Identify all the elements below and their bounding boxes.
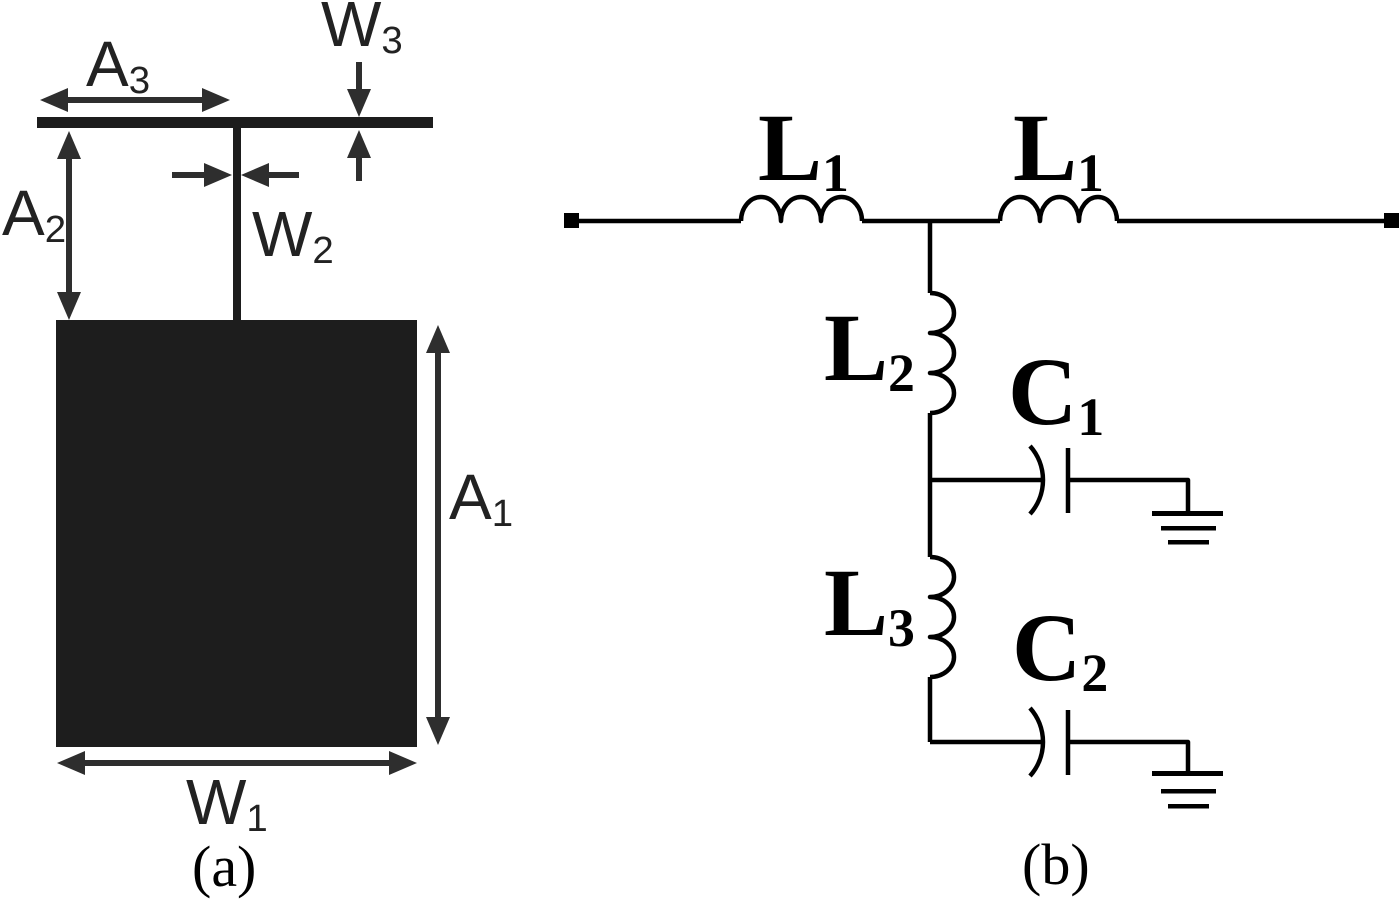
ground-bar-1: [1152, 511, 1223, 516]
caption-b: (b): [1022, 832, 1090, 897]
a3-arrowhead-right: [202, 88, 230, 112]
ground-bar-2: [1161, 526, 1216, 531]
label-l3-sub: 3: [888, 597, 915, 658]
label-l3: L3: [824, 555, 915, 655]
a2-arrowhead-top: [57, 131, 81, 159]
antenna-conductors: [37, 117, 433, 747]
w3-arrowhead-down: [347, 89, 371, 117]
label-c1-sub: 1: [1077, 386, 1105, 447]
label-c2-sub: 2: [1081, 642, 1109, 703]
c2-curved-plate: [1028, 706, 1046, 778]
label-a1-sub: 1: [491, 491, 514, 535]
label-a3-base: A: [86, 28, 129, 100]
label-l1-left: L1: [758, 100, 849, 200]
inductor-l3-coil: [927, 554, 957, 680]
label-l1-right-base: L: [1013, 94, 1078, 201]
inductor-l1-left-coil: [738, 194, 865, 224]
port-right-terminal: [1384, 213, 1399, 228]
dimension-arrowheads: [40, 88, 450, 775]
label-l1-left-sub: 1: [822, 142, 849, 203]
antenna-geometry: [37, 62, 450, 775]
label-l1-right: L1: [1013, 100, 1104, 200]
c2-ground-wire: [1068, 739, 1191, 771]
w2-arrowhead-left: [241, 163, 269, 187]
ground-bar-1: [1152, 771, 1223, 776]
w1-arrowhead-right: [389, 751, 417, 775]
label-l2-base: L: [824, 294, 889, 401]
top-strip-bar: [37, 117, 433, 128]
a1-arrowhead-bottom: [426, 717, 450, 745]
label-w2-sub: 2: [312, 228, 334, 272]
port-left-terminal: [564, 213, 579, 228]
label-l2-sub: 2: [888, 342, 915, 403]
label-l1-right-sub: 1: [1077, 142, 1104, 203]
label-w3: W3: [321, 0, 403, 60]
label-l3-base: L: [824, 549, 889, 656]
label-l1-left-base: L: [758, 94, 823, 201]
label-a2-base: A: [2, 177, 45, 249]
w2-arrowhead-right: [204, 163, 232, 187]
label-w1-sub: 1: [246, 796, 268, 840]
label-a1: A1: [449, 465, 513, 533]
a3-arrowhead-left: [40, 88, 68, 112]
label-w3-base: W: [321, 0, 382, 60]
label-w2-base: W: [252, 198, 313, 270]
a2-arrowhead-bottom: [57, 292, 81, 320]
ground-symbol-c1: [1152, 511, 1223, 545]
w3-arrowhead-up: [347, 130, 371, 158]
circuit-wires: [578, 194, 1384, 778]
dimension-lines: [62, 62, 441, 766]
c1-curved-plate: [1028, 444, 1046, 516]
label-a2: A2: [2, 181, 66, 249]
label-c2: C2: [1012, 600, 1108, 700]
label-a2-sub: 2: [44, 207, 67, 251]
label-a3: A3: [86, 32, 150, 100]
inductor-l1-right-coil: [997, 194, 1120, 224]
circuit-terminals-grounds: [564, 213, 1399, 809]
inductor-l2-coil: [927, 290, 957, 416]
label-c1: C1: [1008, 344, 1104, 444]
label-w2: W2: [252, 202, 334, 270]
ground-bar-2: [1161, 789, 1216, 794]
label-c1-base: C: [1008, 338, 1078, 445]
ground-bar-3: [1168, 804, 1209, 809]
patch-rectangle: [56, 320, 417, 747]
label-a3-sub: 3: [128, 58, 151, 102]
caption-a: (a): [192, 834, 257, 899]
ground-symbol-c2: [1152, 771, 1223, 809]
equivalent-circuit: [564, 194, 1399, 809]
label-w1: W1: [186, 770, 268, 838]
a1-arrowhead-top: [426, 325, 450, 353]
label-a1-base: A: [449, 461, 492, 533]
feed-line: [233, 128, 241, 322]
label-l2: L2: [824, 300, 915, 400]
w1-arrowhead-left: [57, 751, 85, 775]
ground-bar-3: [1168, 540, 1209, 545]
c1-ground-wire: [1068, 477, 1191, 511]
label-c2-base: C: [1012, 594, 1082, 701]
label-w3-sub: 3: [381, 18, 403, 62]
label-w1-base: W: [186, 766, 247, 838]
